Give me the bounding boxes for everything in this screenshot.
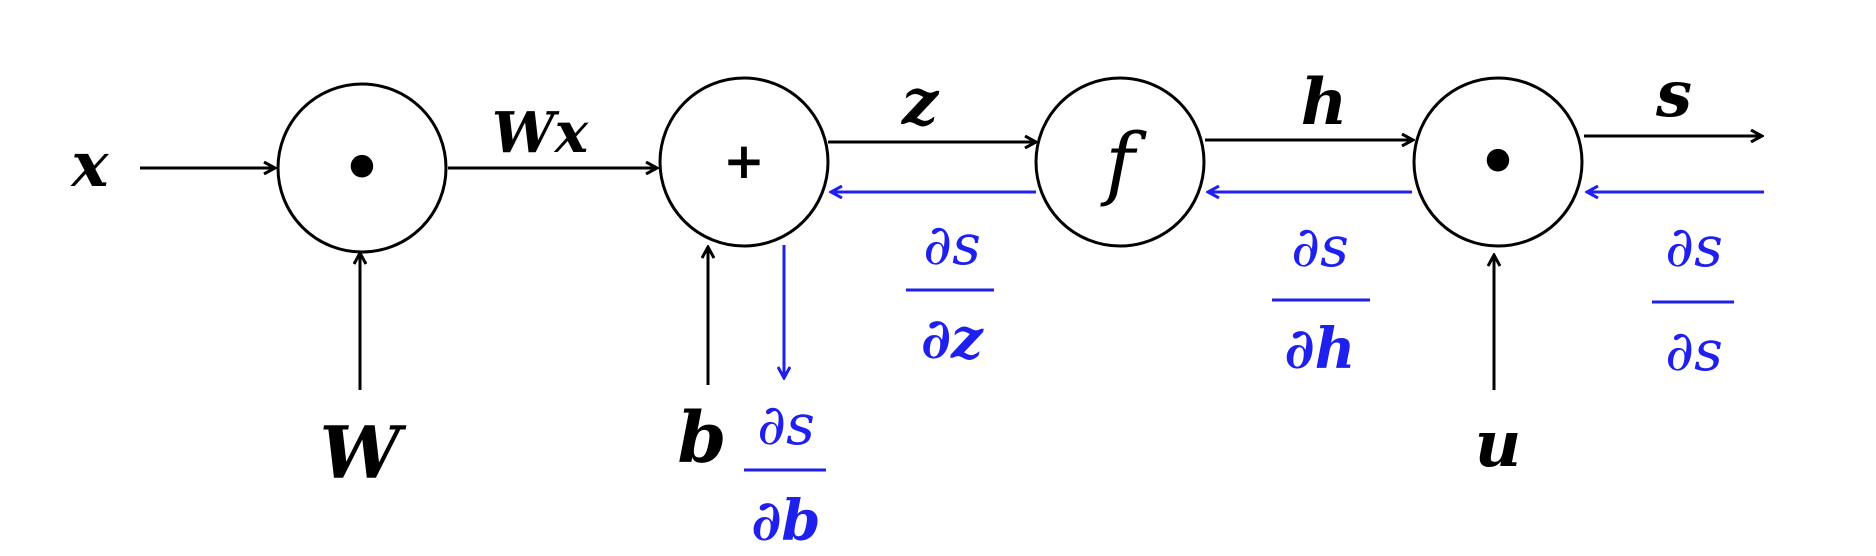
gradient-ds-db: ∂s ∂b [744, 393, 826, 554]
multiply-symbol-1: • [342, 132, 383, 206]
gradient-ds-ds-numerator: ∂s [1665, 215, 1723, 280]
multiply-node-1: • [276, 82, 448, 254]
label-Wx: Wx [492, 100, 589, 166]
gradient-ds-db-numerator: ∂s [757, 393, 815, 458]
multiply-symbol-2: • [1478, 126, 1519, 200]
multiply-node-2: • [1412, 76, 1584, 248]
label-z: z [901, 65, 940, 140]
label-x: x [70, 128, 110, 201]
gradient-ds-dz: ∂s ∂z [906, 213, 994, 372]
label-W-input: W [320, 410, 407, 495]
gradient-ds-dh-denominator: ∂h [1285, 316, 1356, 382]
activation-node-f: f [1034, 76, 1206, 248]
label-u: u [1475, 407, 1522, 482]
gradient-ds-dh: ∂s ∂h [1272, 215, 1370, 382]
gradient-ds-dz-denominator: ∂z [921, 306, 984, 372]
gradient-ds-ds-denominator: ∂s [1665, 319, 1723, 384]
gradient-ds-dh-numerator: ∂s [1291, 215, 1349, 280]
label-b: b [678, 396, 727, 479]
gradient-ds-dz-numerator: ∂s [923, 213, 981, 278]
add-node: + [658, 76, 830, 248]
gradient-ds-ds: ∂s ∂s [1652, 215, 1734, 384]
gradient-ds-db-denominator: ∂b [751, 488, 820, 554]
label-s: s [1655, 57, 1692, 132]
label-h: h [1301, 65, 1348, 140]
add-symbol: + [723, 132, 765, 190]
